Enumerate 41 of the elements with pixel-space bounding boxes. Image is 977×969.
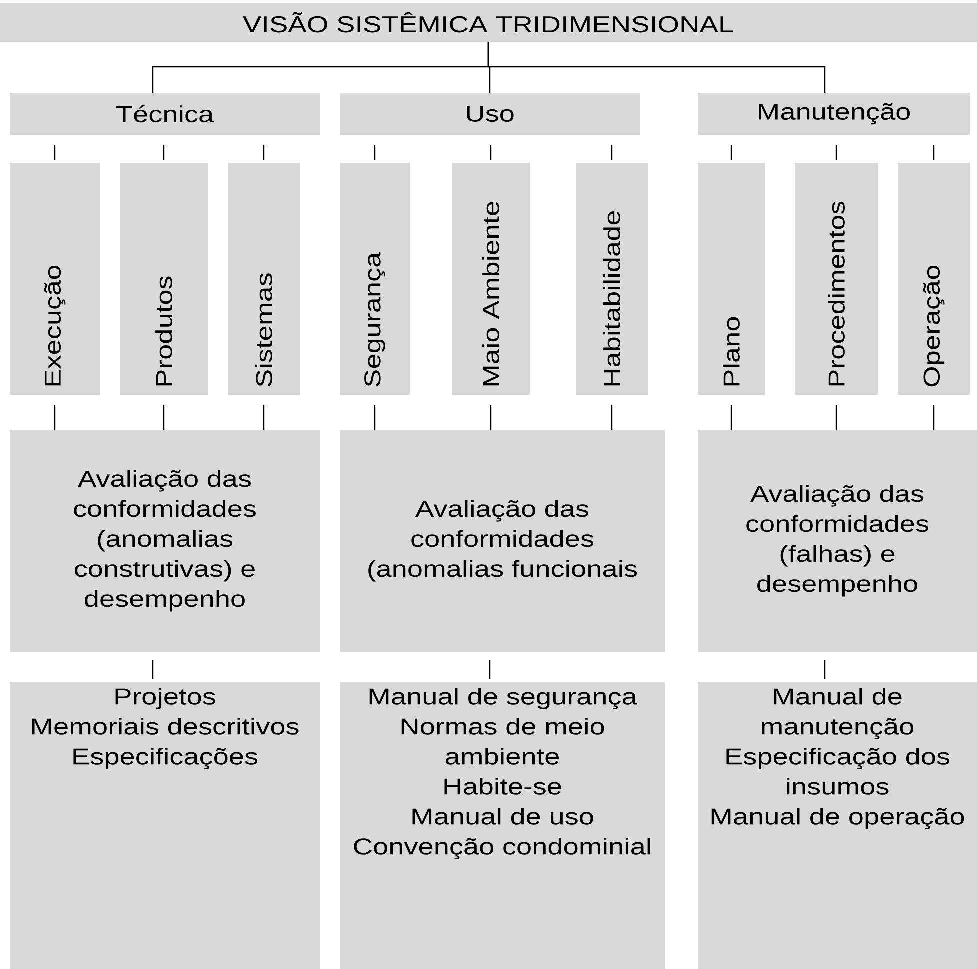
evaluation-box: Avaliação das conformidades (anomalias funcionais — [340, 430, 665, 652]
document-list-box: Manual de segurança Normas de meio ambiente Habite-se Manual de uso Convenção condominial — [340, 682, 665, 969]
connector-line — [490, 145, 492, 160]
evaluation-box: Avaliação das conformidades (anomalias construtivas) e desempenho — [10, 430, 320, 652]
connector-line — [54, 405, 56, 430]
connector-line — [163, 405, 165, 430]
connector-line — [374, 405, 376, 430]
aspect-box: Operação — [898, 163, 970, 395]
aspect-box: Sistemas — [228, 163, 300, 395]
connector-line — [152, 660, 154, 679]
aspect-box: Segurança — [340, 163, 410, 395]
connector-line — [836, 405, 838, 430]
connector-line — [824, 660, 826, 679]
aspect-box: Produtos — [120, 163, 208, 395]
aspect-box: Plano — [698, 163, 765, 395]
connector-line — [611, 145, 613, 160]
connector-line — [490, 405, 492, 430]
aspect-box: Maio Ambiente — [452, 163, 530, 395]
connector-line — [489, 660, 491, 679]
connector-line — [263, 405, 265, 430]
aspect-box: Procedimentos — [795, 163, 878, 395]
title-box: VISÃO SISTÊMICA TRIDIMENSIONAL — [0, 3, 977, 42]
connector-line — [730, 405, 732, 430]
aspect-box: Habitabilidade — [576, 163, 648, 395]
document-list-box: Projetos Memoriais descritivos Especificações — [10, 682, 320, 969]
category-box: Uso — [340, 93, 640, 135]
connector-line — [374, 145, 376, 160]
connector-line — [933, 405, 935, 430]
connector-line — [263, 145, 265, 160]
connector-line — [163, 145, 165, 160]
category-box: Técnica — [10, 93, 320, 135]
connector-line — [730, 145, 732, 160]
evaluation-box: Avaliação das conformidades (falhas) e desempenho — [698, 430, 977, 652]
category-box: Manutenção — [698, 93, 970, 135]
connector-line — [836, 145, 838, 160]
connector-line — [933, 145, 935, 160]
connector-line — [488, 42, 826, 93]
document-list-box: Manual de manutenção Especificação dos insumos Manual de operação — [698, 682, 977, 969]
aspect-box: Execução — [10, 163, 100, 395]
connector-line — [611, 405, 613, 430]
connector-line — [54, 145, 56, 160]
